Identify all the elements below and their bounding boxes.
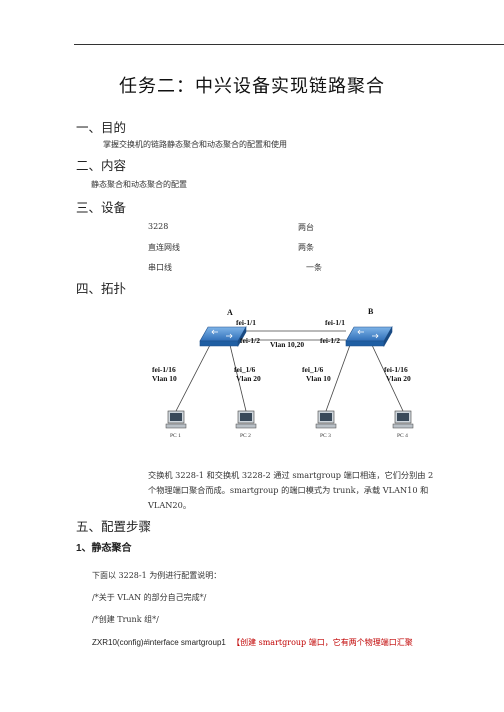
config-comment: /*创建 Trunk 组*/ xyxy=(92,615,159,624)
a-port2-label: fei-1/2 xyxy=(240,336,260,345)
content-text: 静态聚合和动态聚合的配置 xyxy=(91,180,187,189)
link-b-pc3 xyxy=(325,344,351,412)
equipment-heading: 三、设备 xyxy=(76,200,127,215)
b-left-port-label: fei_1/6 xyxy=(302,365,323,374)
a-left-port-label: fei-1/16 xyxy=(152,365,176,374)
topology-heading: 四、拓扑 xyxy=(76,281,127,296)
content-heading: 二、内容 xyxy=(76,158,127,173)
switch-arrows-icon xyxy=(211,329,233,339)
equipment-item-name: 直连网线 xyxy=(148,243,180,252)
header-rule xyxy=(74,44,504,45)
config-command: ZXR10(config)#interface smartgroup1 【创建 … xyxy=(92,637,413,648)
pc-4-label: PC 4 xyxy=(397,433,408,439)
description-line: 交换机 3228-1 和交换机 3228-2 通过 smartgroup 端口相… xyxy=(148,470,434,480)
a-right-vlan-label: Vlan 20 xyxy=(236,374,261,383)
b-right-port-label: fei-1/16 xyxy=(384,365,408,374)
link-b-pc4 xyxy=(371,344,404,412)
a-port1-label: fei-1/1 xyxy=(236,318,256,327)
static-aggregation-heading: 1、静态聚合 xyxy=(76,543,132,554)
a-right-port-label: fei_1/6 xyxy=(234,365,255,374)
config-intro: 下面以 3228-1 为例进行配置说明： xyxy=(92,571,222,580)
switch-b xyxy=(345,325,393,348)
pc-1-icon xyxy=(165,410,187,429)
purpose-heading: 一、目的 xyxy=(76,120,127,135)
purpose-text: 掌握交换机的链路静态聚合和动态聚合的配置和使用 xyxy=(103,140,287,149)
steps-heading: 五、配置步骤 xyxy=(76,519,152,534)
command-text: ZXR10(config)#interface smartgroup1 xyxy=(92,638,226,647)
switch-a xyxy=(199,325,247,348)
pc-1-label: PC 1 xyxy=(170,433,181,439)
link-a-pc2 xyxy=(229,344,247,412)
pc-3-icon xyxy=(315,410,337,429)
config-comment: /*关于 VLAN 的部分自己完成*/ xyxy=(92,593,207,602)
b-right-vlan-label: Vlan 20 xyxy=(386,374,411,383)
topology-diagram: A B fei-1/1 fei-1/2 fei-1/1 fei-1/2 Vlan… xyxy=(152,307,414,439)
b-left-vlan-label: Vlan 10 xyxy=(306,374,331,383)
b-port1-label: fei-1/1 xyxy=(325,318,345,327)
switch-arrows-icon xyxy=(357,329,379,339)
pc-4-icon xyxy=(392,410,414,429)
link-a-pc1 xyxy=(175,344,211,412)
description-line: VLAN20。 xyxy=(148,500,192,510)
equipment-item-qty: 两条 xyxy=(298,243,314,252)
trunk-vlan-label: Vlan 10,20 xyxy=(270,340,304,349)
equipment-item-name: 3228 xyxy=(148,222,169,231)
a-left-vlan-label: Vlan 10 xyxy=(152,374,177,383)
pc-2-icon xyxy=(235,410,257,429)
switch-b-label: B xyxy=(368,307,374,316)
equipment-item-qty: 两台 xyxy=(298,223,314,232)
b-port2-label: fei-1/2 xyxy=(320,336,340,345)
pc-2-label: PC 2 xyxy=(240,433,251,439)
page-title: 任务二：中兴设备实现链路聚合 xyxy=(119,76,385,97)
switch-a-label: A xyxy=(227,308,233,317)
pc-3-label: PC 3 xyxy=(320,433,331,439)
command-note: 【创建 smartgroup 端口，它有两个物理端口汇聚 xyxy=(232,638,413,647)
description-line: 个物理端口聚合而成。smartgroup 的端口模式为 trunk，承载 VLA… xyxy=(148,485,429,495)
equipment-item-name: 串口线 xyxy=(148,263,172,272)
equipment-item-qty: 一条 xyxy=(306,263,322,272)
